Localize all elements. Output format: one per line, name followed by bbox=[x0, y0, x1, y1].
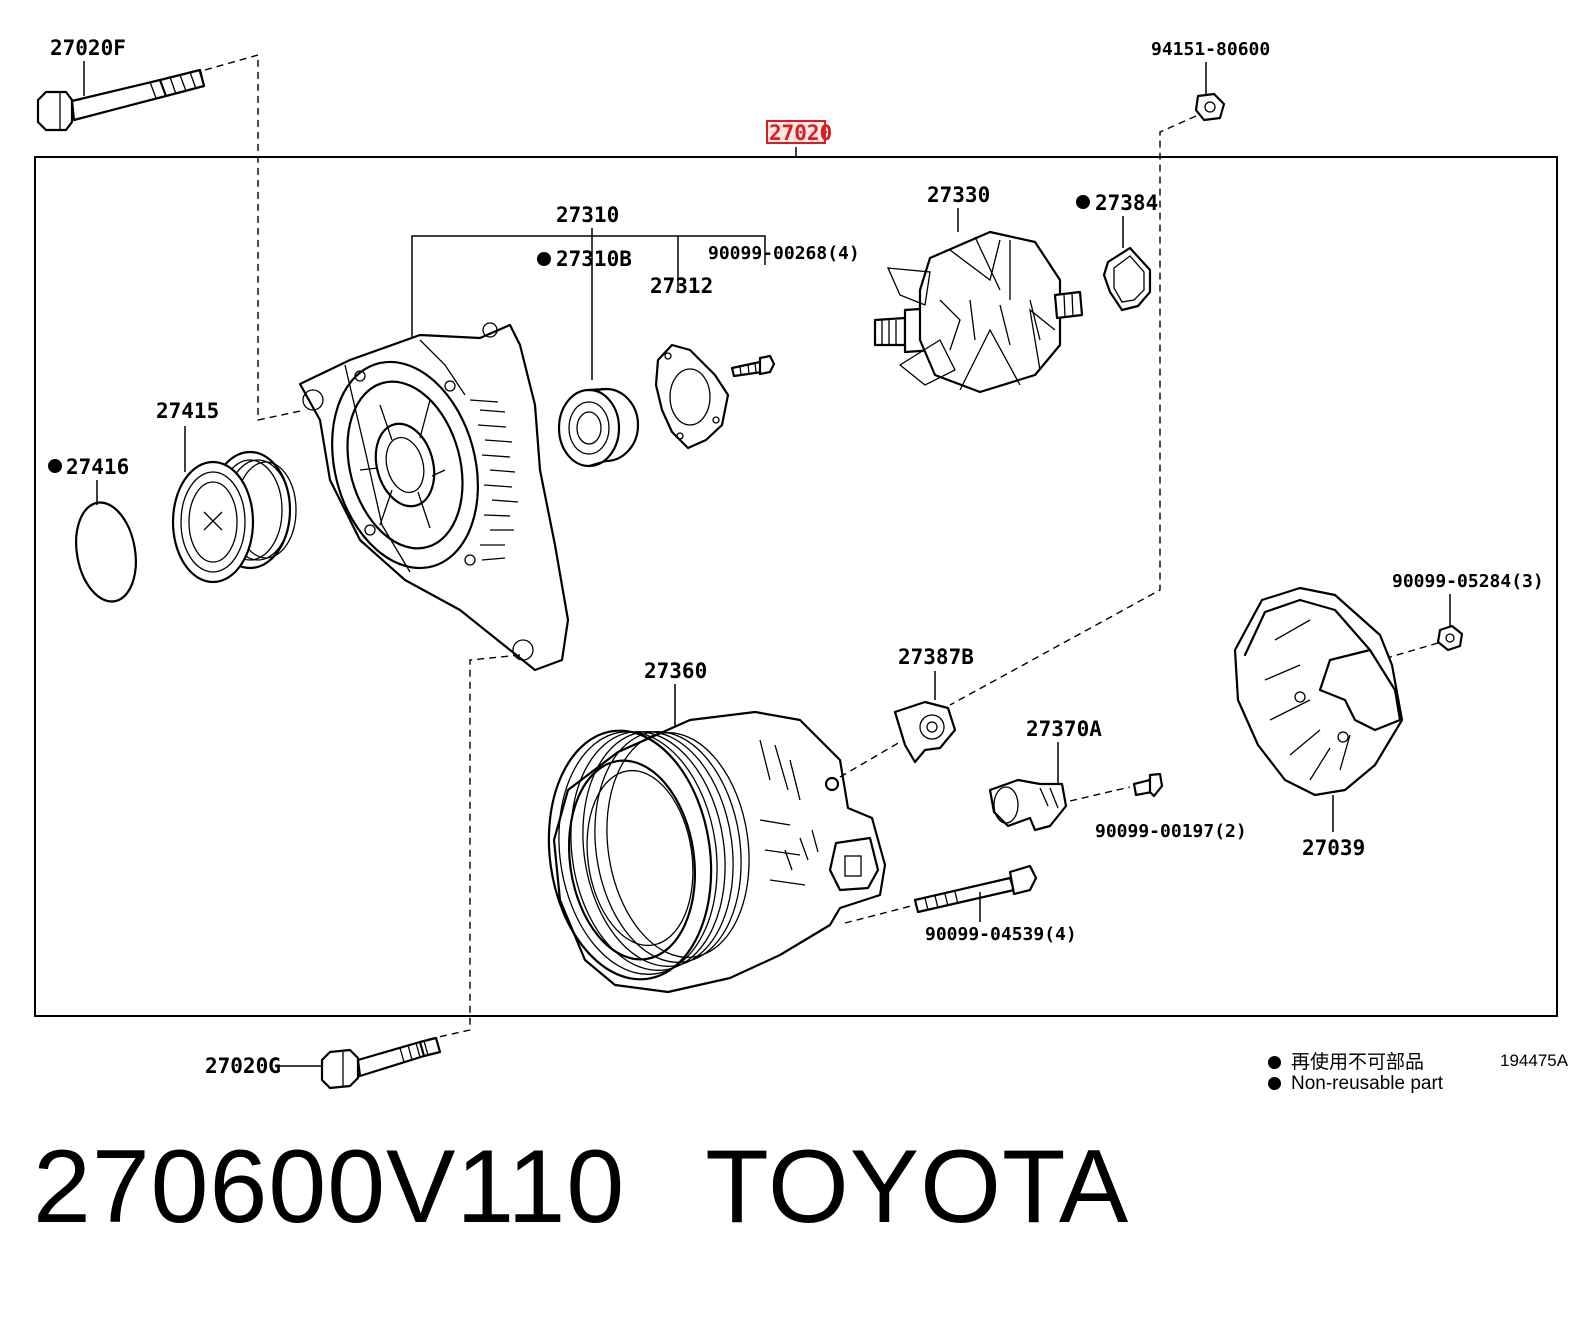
assembly-label[interactable]: 27020 bbox=[769, 121, 832, 145]
callout-94151-80600: 94151-80600 bbox=[1151, 39, 1270, 60]
callout-90099-05284: 90099-05284(3) bbox=[1392, 571, 1544, 592]
footer-title: 270600V110 TOYOTA bbox=[33, 1128, 1129, 1247]
legend-dot-icon bbox=[1268, 1077, 1281, 1090]
screw-90099-00197[interactable] bbox=[1132, 772, 1164, 798]
rotor-27330[interactable] bbox=[873, 230, 1084, 394]
diagram-code: 194475A bbox=[1500, 1051, 1569, 1070]
nut-94151-80600[interactable] bbox=[1194, 92, 1226, 122]
callout-27370A: 27370A bbox=[1026, 717, 1102, 741]
screw-90099-00268[interactable] bbox=[730, 354, 776, 378]
callout-90099-00268: 90099-00268(4) bbox=[708, 243, 860, 264]
callout-90099-04539: 90099-04539(4) bbox=[925, 924, 1077, 945]
callout-27384: 27384 bbox=[1095, 191, 1158, 215]
callout-27416: 27416 bbox=[66, 455, 129, 479]
stator-27360[interactable] bbox=[533, 710, 887, 994]
rear-cover-27039[interactable] bbox=[1233, 586, 1404, 797]
drive-end-frame-27310[interactable] bbox=[298, 322, 570, 672]
callout-27330: 27330 bbox=[927, 183, 990, 207]
legend-dot-icon bbox=[1268, 1056, 1281, 1069]
exploded-parts-diagram: 27020 27020F 94151-80600 27416 27415 273… bbox=[34, 36, 1558, 1090]
non-reusable-dot-27416 bbox=[48, 459, 62, 473]
bearing-27310B[interactable] bbox=[557, 387, 640, 468]
bolt-27020F[interactable] bbox=[36, 68, 206, 132]
footer-brand: TOYOTA bbox=[705, 1129, 1130, 1245]
callout-90099-00197: 90099-00197(2) bbox=[1095, 821, 1247, 842]
nut-90099-05284[interactable] bbox=[1436, 624, 1464, 652]
bolt-27020G[interactable] bbox=[320, 1036, 442, 1090]
callout-27020F: 27020F bbox=[50, 36, 126, 60]
legend-english: Non-reusable part bbox=[1268, 1073, 1443, 1095]
retainer-plate-27312[interactable] bbox=[654, 343, 730, 450]
pulley-27415[interactable] bbox=[171, 450, 297, 584]
brush-holder-27370A[interactable] bbox=[988, 778, 1068, 832]
callout-27312: 27312 bbox=[650, 274, 713, 298]
seal-27384[interactable] bbox=[1102, 246, 1152, 312]
callout-27310: 27310 bbox=[556, 203, 619, 227]
callout-27039: 27039 bbox=[1302, 836, 1365, 860]
assembly-label-highlight bbox=[766, 120, 826, 144]
callout-27310B: 27310B bbox=[556, 247, 632, 271]
callout-27020G: 27020G bbox=[205, 1054, 281, 1078]
legend-chinese: 再使用不可部品 bbox=[1268, 1047, 1424, 1074]
callout-27387B: 27387B bbox=[898, 645, 974, 669]
insulator-27387B[interactable] bbox=[893, 700, 957, 764]
non-reusable-dot-27310B bbox=[537, 252, 551, 266]
non-reusable-dot-27384 bbox=[1076, 195, 1090, 209]
bolt-90099-04539[interactable] bbox=[913, 864, 1038, 914]
callout-27360: 27360 bbox=[644, 659, 707, 683]
callout-27415: 27415 bbox=[156, 399, 219, 423]
cap-27416[interactable] bbox=[69, 498, 143, 607]
footer-part-number: 270600V110 bbox=[33, 1129, 626, 1245]
